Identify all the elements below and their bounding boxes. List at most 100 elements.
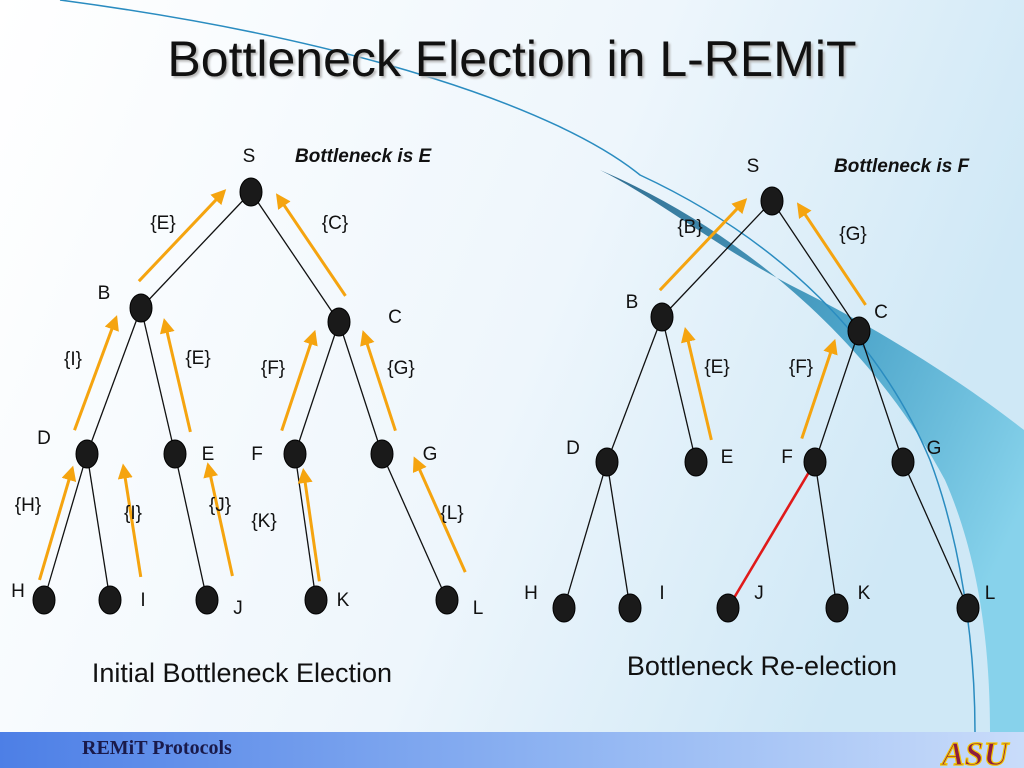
edge-label-J-to-E: {J} (209, 495, 231, 516)
edge-label-C-to-S: {C} (322, 213, 348, 234)
tree-edge-C-F (814, 330, 860, 463)
tree-edge-G-L (381, 453, 448, 601)
node-S (760, 186, 784, 216)
node-C (327, 307, 351, 337)
bottleneck-note: Bottleneck is F (834, 156, 971, 177)
node-label-J: J (233, 598, 243, 619)
edge-label-K-to-F: {K} (251, 511, 276, 532)
message-arrow-K-to-F (297, 467, 321, 582)
node-F (803, 447, 827, 477)
node-E (684, 447, 708, 477)
message-arrow-F-to-C (280, 329, 318, 432)
tree-edge-G-L (902, 461, 969, 609)
message-arrow-E-to-B (681, 327, 713, 441)
edge-label-G-to-C: {G} (387, 358, 414, 379)
edge-label-C-to-S: {G} (839, 224, 866, 245)
slide-title: Bottleneck Election in L-REMiT (167, 31, 857, 87)
node-C (847, 316, 871, 346)
tree-edge-B-D (606, 316, 663, 463)
footer-bar (0, 732, 1024, 768)
node-B (650, 302, 674, 332)
tree-edge-D-H (563, 461, 608, 609)
message-arrow-G-to-C (360, 330, 397, 432)
decorative-curve-band (600, 170, 1024, 732)
edge-label-E-to-B: {E} (704, 357, 729, 378)
node-F (283, 439, 307, 469)
edge-label-L-to-G: {L} (440, 503, 463, 524)
message-arrow-B-to-S (137, 189, 227, 283)
node-label-F: F (781, 447, 793, 468)
message-arrow-B-to-S (658, 198, 748, 292)
node-label-B: B (626, 292, 639, 313)
node-label-S: S (243, 146, 256, 167)
edge-label-B-to-S: {B} (677, 217, 702, 238)
tree-edge-D-I (606, 461, 631, 609)
node-K (825, 593, 849, 623)
message-arrow-F-to-C (800, 338, 838, 440)
tree-edge-S-B (140, 191, 252, 309)
tree-edge-E-J (174, 453, 208, 601)
tree-edge-C-G (858, 330, 904, 463)
node-K (304, 585, 328, 615)
tree-edge-C-F (294, 321, 340, 455)
asu-logo: ASU (940, 735, 1011, 768)
node-label-E: E (721, 447, 734, 468)
node-H (32, 585, 56, 615)
node-label-E: E (202, 444, 215, 465)
edge-label-F-to-C: {F} (789, 357, 813, 378)
diagram-caption: Bottleneck Re-election (627, 651, 897, 681)
node-L (956, 593, 980, 623)
bottleneck-note: Bottleneck is E (295, 146, 433, 167)
message-arrow-J-to-E (203, 462, 234, 577)
node-label-L: L (985, 583, 996, 604)
node-L (435, 585, 459, 615)
node-label-C: C (874, 302, 888, 323)
edge-label-H-to-D: {H} (15, 495, 41, 516)
tree-edge-D-I (86, 453, 111, 601)
tree-edge-B-D (86, 307, 142, 455)
node-label-G: G (423, 444, 438, 465)
message-arrow-E-to-B (159, 318, 192, 433)
node-G (891, 447, 915, 477)
node-S (239, 177, 263, 207)
highlight-edge-F-J (726, 461, 817, 609)
node-label-J: J (754, 583, 764, 604)
node-label-F: F (251, 444, 263, 465)
tree-edge-B-E (140, 307, 176, 455)
node-label-I: I (140, 590, 145, 611)
node-label-C: C (388, 307, 402, 328)
edge-label-E-to-B: {E} (185, 348, 210, 369)
node-J (716, 593, 740, 623)
node-label-S: S (747, 156, 760, 177)
edge-label-D-to-B: {I} (64, 349, 82, 370)
node-I (618, 593, 642, 623)
node-label-D: D (37, 428, 51, 449)
node-E (163, 439, 187, 469)
message-arrow-C-to-S (796, 202, 867, 306)
node-label-L: L (473, 598, 484, 619)
message-arrow-C-to-S (275, 193, 347, 297)
node-label-K: K (858, 583, 871, 604)
decorative-curve-line (59, 0, 976, 733)
message-arrow-I-to-D (117, 463, 143, 578)
node-J (195, 585, 219, 615)
node-label-D: D (566, 438, 580, 459)
footer-text: REMiT Protocols (82, 737, 232, 759)
edge-label-B-to-S: {E} (150, 213, 175, 234)
node-I (98, 585, 122, 615)
node-H (552, 593, 576, 623)
node-D (595, 447, 619, 477)
tree-edge-S-C (250, 191, 340, 323)
tree-edge-D-H (43, 453, 88, 601)
tree-edge-S-C (771, 200, 860, 332)
node-D (75, 439, 99, 469)
edge-label-I-to-D: {I} (124, 503, 142, 524)
node-label-H: H (524, 583, 538, 604)
message-arrow-L-to-G (412, 456, 467, 573)
node-label-I: I (659, 583, 664, 604)
diagram-caption: Initial Bottleneck Election (92, 658, 392, 688)
